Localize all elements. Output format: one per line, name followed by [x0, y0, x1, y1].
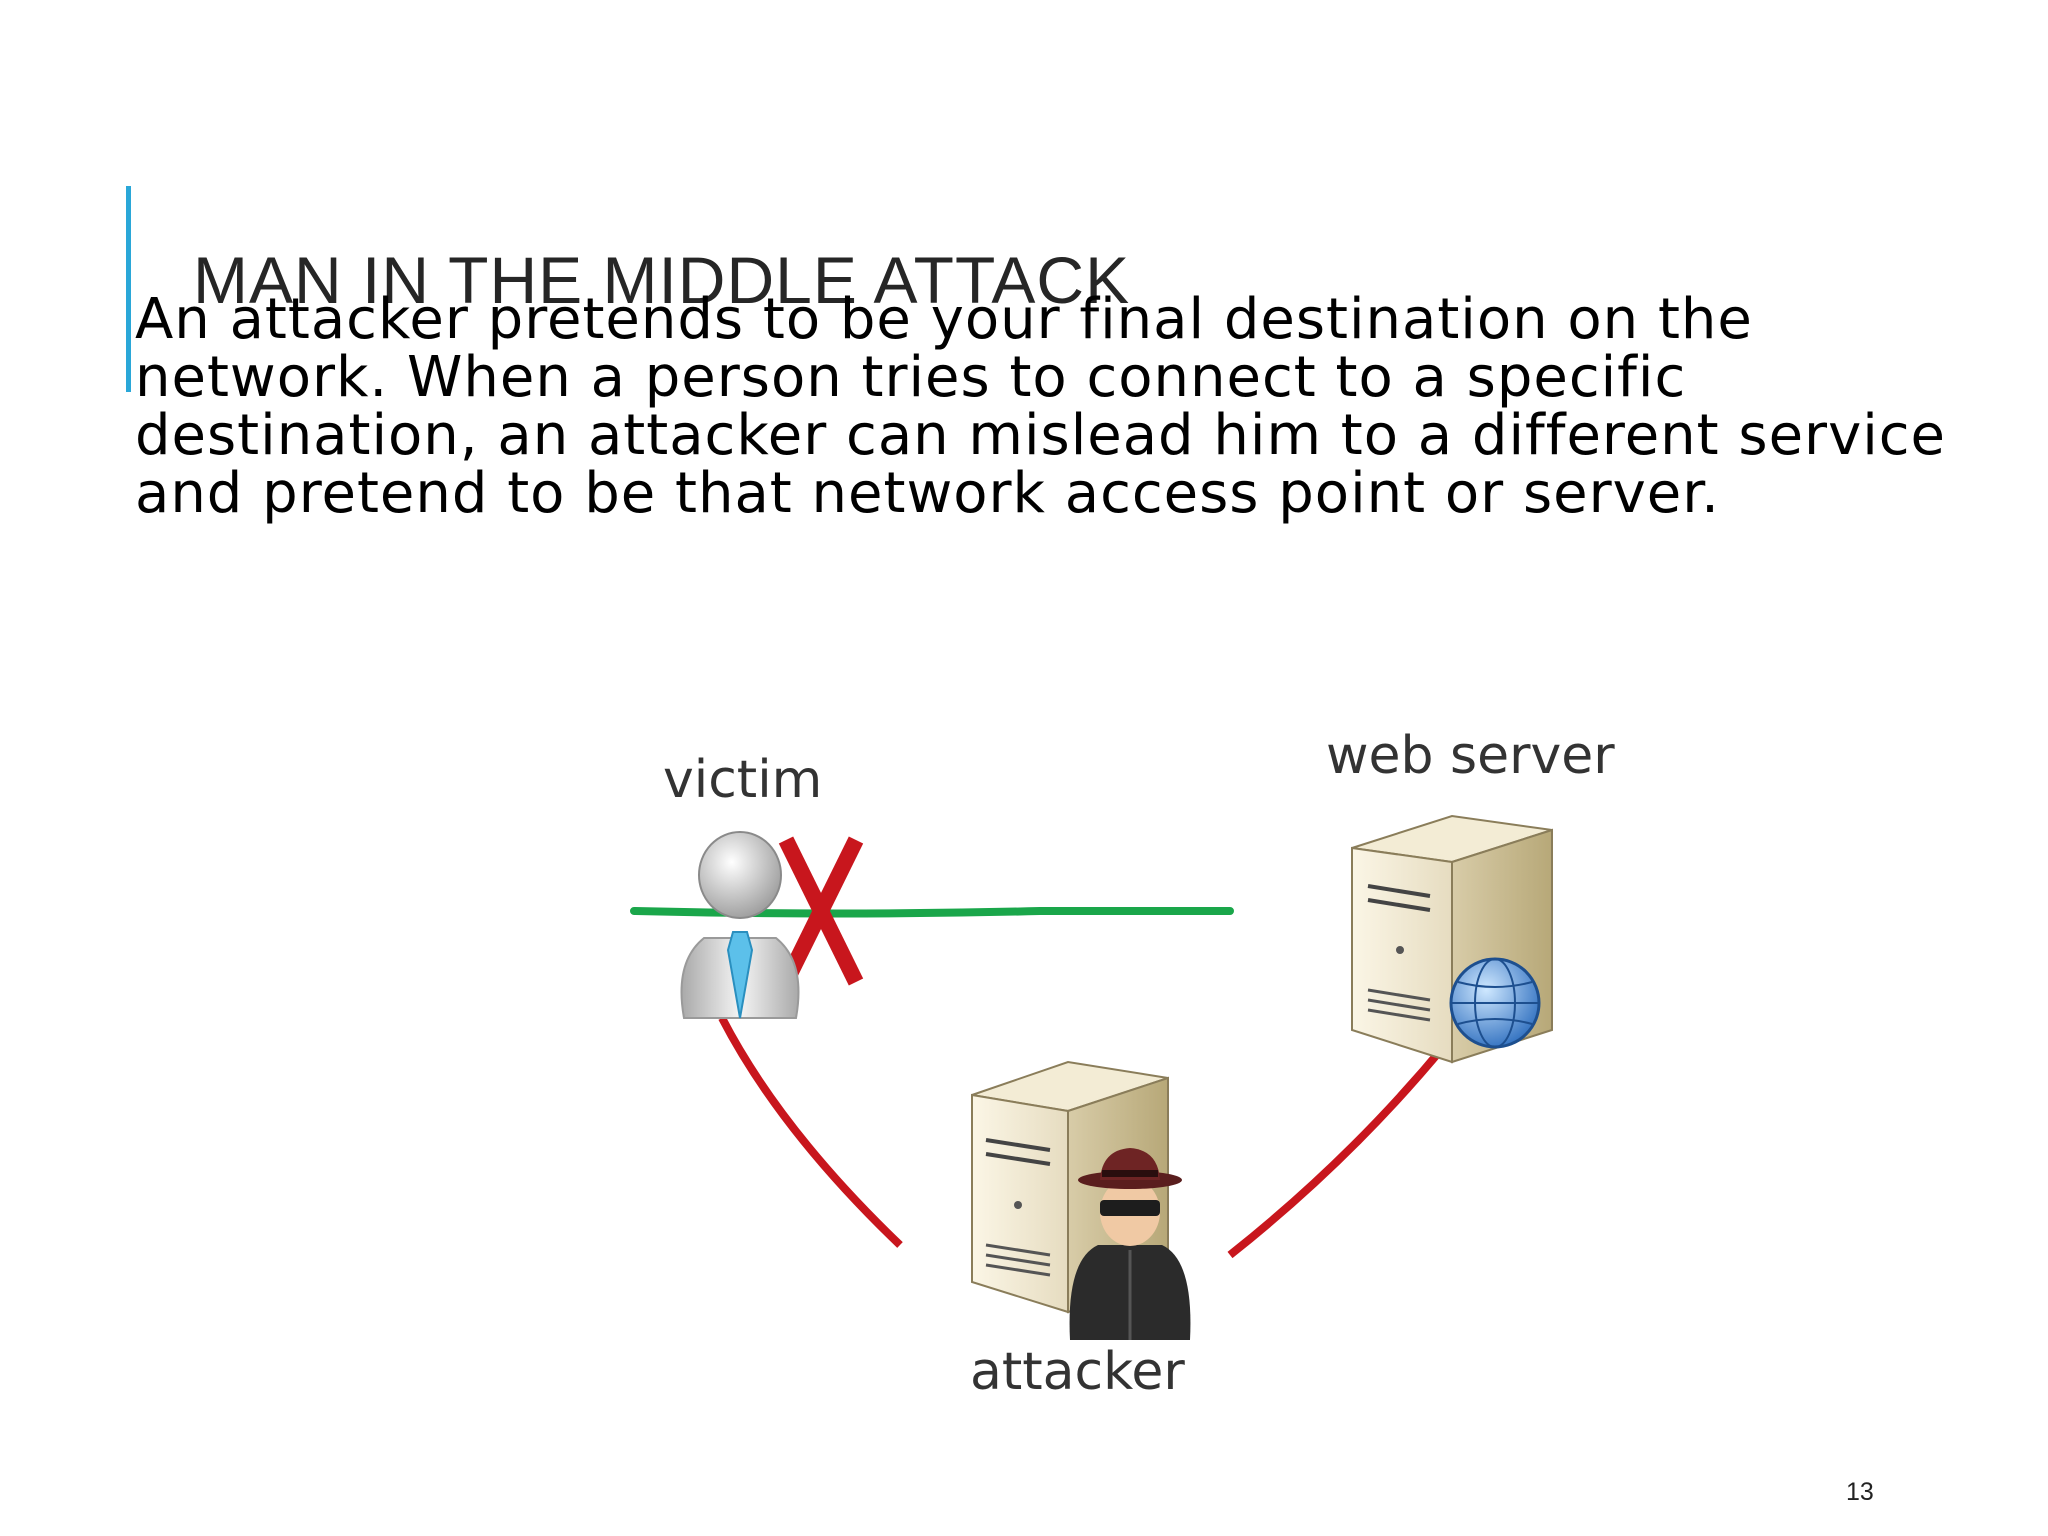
globe-icon — [1449, 957, 1541, 1049]
victim-attacker-link — [718, 1016, 903, 1248]
blocked-x-mark — [778, 836, 864, 986]
direct-link-line — [630, 907, 1234, 918]
server-attacker-link — [1227, 1042, 1449, 1259]
title-accent-bar — [126, 186, 131, 392]
victim-person-icon — [680, 831, 800, 1019]
mitm-diagram: victim web server attacker — [600, 700, 1660, 1460]
victim-label: victim — [663, 750, 823, 810]
attacker-figure-icon — [1069, 1148, 1191, 1340]
page-number: 13 — [1846, 1478, 1874, 1506]
web-server-label: web server — [1326, 726, 1615, 786]
slide-title: MAN IN THE MIDDLE ATTACK — [193, 243, 1131, 317]
diagram-graphic — [630, 814, 1553, 1340]
attacker-label: attacker — [970, 1342, 1185, 1402]
slide-body-text: An attacker pretends to be your final de… — [135, 287, 1947, 526]
